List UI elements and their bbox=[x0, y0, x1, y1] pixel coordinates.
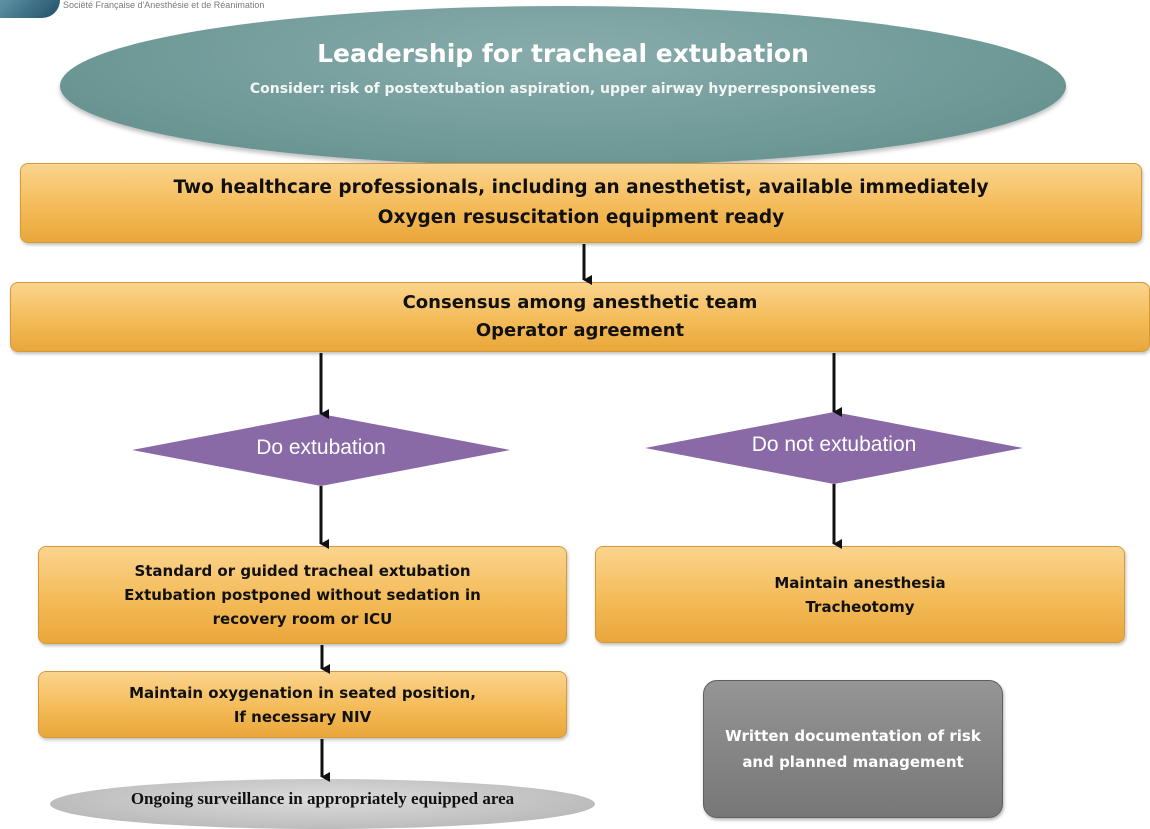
title-ellipse: Leadership for tracheal extubation Consi… bbox=[60, 6, 1066, 166]
requirements-line-1: Two healthcare professionals, including … bbox=[173, 177, 989, 198]
requirements-line-2: Oxygen resuscitation equipment ready bbox=[377, 207, 785, 228]
decision-do-extubation-label: Do extubation bbox=[256, 436, 386, 459]
decision-do-not-extubation-label: Do not extubation bbox=[751, 433, 917, 456]
consensus-line-2: Operator agreement bbox=[475, 320, 685, 341]
decision-diamond-shape bbox=[645, 412, 1023, 484]
consensus-line-1: Consensus among anesthetic team bbox=[402, 292, 758, 313]
decision-do-not-extubation: Do not extubation bbox=[645, 412, 1023, 484]
extubation-method-line-1: Standard or guided tracheal extubation bbox=[134, 562, 471, 580]
maintain-anesthesia-line-1: Maintain anesthesia bbox=[774, 573, 946, 592]
oxygenation-line-1: Maintain oxygenation in seated position, bbox=[129, 683, 476, 702]
documentation-note-box: Written documentation of risk and planne… bbox=[703, 680, 1003, 818]
documentation-note-text: Written documentation of risk and planne… bbox=[725, 727, 981, 771]
diagram-title: Leadership for tracheal extubation bbox=[317, 39, 809, 68]
requirements-box: Two healthcare professionals, including … bbox=[20, 163, 1142, 243]
decision-diamond-shape bbox=[132, 414, 510, 486]
surveillance-text: Ongoing surveillance in appropriately eq… bbox=[130, 789, 515, 808]
diagram-subtitle: Consider: risk of postextubation aspirat… bbox=[249, 81, 877, 97]
sfar-logo bbox=[0, 0, 60, 18]
maintain-anesthesia-line-2: Tracheotomy bbox=[805, 597, 915, 616]
decision-do-extubation: Do extubation bbox=[132, 414, 510, 486]
extubation-method-line-2: Extubation postponed without sedation in… bbox=[124, 586, 481, 628]
oxygenation-line-2: If necessary NIV bbox=[233, 707, 372, 726]
maintain-anesthesia-box: Maintain anesthesia Tracheotomy bbox=[595, 546, 1125, 643]
organization-name: Société Française d'Anesthésie et de Réa… bbox=[63, 0, 265, 10]
extubation-method-box: Standard or guided tracheal extubation E… bbox=[38, 546, 567, 644]
consensus-box: Consensus among anesthetic team Operator… bbox=[10, 282, 1150, 352]
oxygenation-box: Maintain oxygenation in seated position,… bbox=[38, 671, 567, 738]
